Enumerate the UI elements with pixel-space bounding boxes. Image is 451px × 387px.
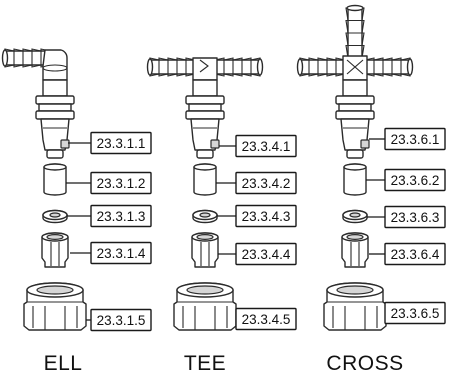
part-number-label: 23.3.1.4 xyxy=(97,246,146,261)
part-number-box xyxy=(90,204,152,228)
part-number-box xyxy=(235,307,297,331)
column-title-tee: TEE xyxy=(183,352,227,375)
part-number-box xyxy=(384,168,446,192)
part-number-label: 23.3.4.4 xyxy=(242,247,291,262)
part-number-label: 23.3.6.2 xyxy=(391,173,440,188)
part-number-box xyxy=(384,242,446,266)
tee-insert-part xyxy=(191,232,219,268)
cross-coupling-nut-part xyxy=(323,282,387,331)
ell-insert-part xyxy=(41,232,69,268)
cross-fitting-assembly: 23.3.6.1 23.3.6.2 23.3.6.3 23.3.6.4 23.3.6.5 xyxy=(296,4,446,331)
part-number-label: 23.3.6.5 xyxy=(391,306,440,321)
part-number-label: 23.3.4.2 xyxy=(242,176,291,191)
column-title-cross: CROSS xyxy=(326,352,404,375)
part-number-box xyxy=(235,134,297,158)
part-number-label: 23.3.4.1 xyxy=(242,139,291,154)
part-number-box xyxy=(90,171,152,195)
cross-body-part xyxy=(296,4,414,159)
part-number-box xyxy=(235,171,297,195)
tee-body-part xyxy=(146,57,264,159)
cross-insert-part xyxy=(341,232,369,268)
part-number-box xyxy=(90,131,152,155)
column-title-ell: ELL xyxy=(43,352,83,375)
part-number-label: 23.3.1.5 xyxy=(97,313,146,328)
cross-sleeve-part xyxy=(343,163,367,196)
part-number-box xyxy=(384,127,446,151)
part-number-label: 23.3.1.3 xyxy=(97,209,146,224)
tee-fitting-assembly: 23.3.4.1 23.3.4.2 23.3.4.3 23.3.4.4 23.3.4.5 xyxy=(146,57,297,331)
part-number-label: 23.3.6.4 xyxy=(391,247,440,262)
part-number-box xyxy=(384,205,446,229)
part-number-label: 23.3.6.3 xyxy=(391,210,440,225)
ell-fitting-assembly: 23.3.1.1 23.3.1.2 23.3.1.3 23.3.1.4 23.3.1.5 xyxy=(1,48,152,332)
part-number-box xyxy=(384,301,446,325)
tee-sleeve-part xyxy=(193,163,217,196)
ell-sleeve-part xyxy=(43,163,67,196)
part-number-box xyxy=(90,241,152,265)
ell-washer-part xyxy=(42,209,68,224)
part-number-label: 23.3.1.2 xyxy=(97,176,146,191)
part-number-box xyxy=(235,242,297,266)
part-number-box xyxy=(235,204,297,228)
part-number-label: 23.3.1.1 xyxy=(97,136,146,151)
cross-washer-part xyxy=(342,209,368,224)
part-number-label: 23.3.4.5 xyxy=(242,312,291,327)
part-number-label: 23.3.6.1 xyxy=(391,132,440,147)
tee-coupling-nut-part xyxy=(173,282,237,331)
part-number-label: 23.3.4.3 xyxy=(242,209,291,224)
ell-body-part xyxy=(1,48,75,159)
part-number-box xyxy=(90,308,152,332)
tee-washer-part xyxy=(192,209,218,224)
ell-coupling-nut-part xyxy=(23,282,87,331)
